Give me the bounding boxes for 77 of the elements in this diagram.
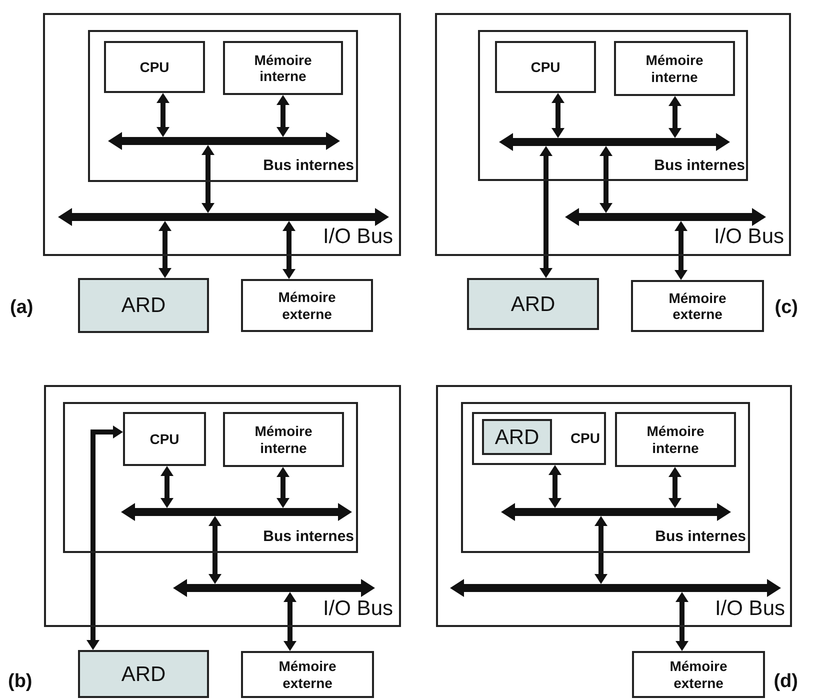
double-arrow	[284, 592, 296, 651]
double-arrow	[548, 465, 562, 508]
component-label: Mémoire externe	[278, 658, 338, 691]
component-label: Mémoire externe	[668, 290, 728, 322]
component-label: Mémoire externe	[277, 289, 337, 322]
double-arrow	[674, 221, 688, 280]
bus-arrow	[108, 132, 340, 150]
component-box	[223, 412, 344, 467]
module-label: ARD	[494, 426, 540, 448]
component-label: Mémoire interne	[253, 52, 313, 84]
panel-label: (a)	[10, 298, 34, 317]
double-arrow	[600, 146, 612, 213]
double-arrow	[158, 221, 172, 278]
double-arrow	[208, 516, 222, 584]
module-box	[78, 278, 209, 333]
module-label: ARD	[121, 295, 166, 316]
bus-arrow	[565, 208, 766, 226]
bus-label: I/O Bus	[322, 226, 393, 247]
system-frame	[436, 385, 792, 627]
system-frame	[435, 13, 791, 256]
double-arrow	[552, 93, 564, 138]
double-arrow	[202, 145, 214, 213]
bus-label: Bus internes	[654, 158, 745, 173]
double-arrow	[86, 426, 123, 650]
bus-label: I/O Bus	[322, 598, 393, 619]
component-label: CPU	[140, 58, 170, 76]
bus-label: Bus internes	[263, 529, 354, 544]
component-label: CPU	[570, 430, 600, 447]
system-frame	[44, 385, 401, 627]
component-box	[615, 412, 736, 467]
chip-frame	[63, 402, 358, 553]
bus-arrow	[499, 133, 730, 151]
bus-arrow	[173, 579, 375, 597]
bus-label: I/O Bus	[714, 226, 784, 247]
bus-arrow	[450, 579, 781, 597]
component-label: Mémoire interne	[646, 423, 706, 456]
double-arrow	[668, 96, 682, 138]
double-arrow	[160, 466, 174, 508]
component-label: CPU	[150, 430, 180, 448]
double-arrow	[156, 93, 170, 137]
module-label: ARD	[121, 664, 166, 684]
module-box	[78, 650, 209, 698]
bus-label: I/O Bus	[714, 598, 785, 619]
double-arrow	[668, 467, 682, 508]
double-arrow	[282, 221, 296, 279]
bus-arrow	[121, 503, 352, 521]
component-box	[632, 651, 765, 698]
bus-label: Bus internes	[263, 158, 354, 173]
component-box	[631, 280, 764, 332]
component-label: Mémoire interne	[254, 423, 314, 456]
double-arrow	[676, 592, 688, 651]
component-label: Mémoire externe	[668, 658, 728, 691]
processor-box	[472, 412, 606, 465]
chip-frame	[461, 402, 750, 553]
double-arrow	[594, 516, 608, 584]
bus-arrow	[501, 503, 731, 521]
double-arrow	[540, 146, 552, 278]
component-label: CPU	[530, 58, 560, 76]
component-label: Mémoire interne	[644, 52, 704, 85]
component-box	[614, 41, 735, 96]
component-box	[241, 651, 374, 698]
component-box	[223, 41, 343, 95]
double-arrow	[276, 95, 290, 137]
chip-frame	[478, 30, 748, 181]
component-box	[241, 279, 373, 332]
panel-label: (b)	[8, 672, 32, 691]
module-box	[482, 419, 552, 455]
component-box	[123, 412, 206, 466]
component-box	[104, 41, 205, 93]
module-label: ARD	[510, 294, 556, 314]
bus-label: Bus internes	[655, 529, 746, 544]
chip-frame	[88, 30, 358, 182]
module-box	[467, 278, 599, 330]
system-frame	[43, 13, 401, 256]
bus-arrow	[58, 208, 389, 226]
component-box	[495, 41, 596, 93]
double-arrow	[276, 467, 290, 508]
